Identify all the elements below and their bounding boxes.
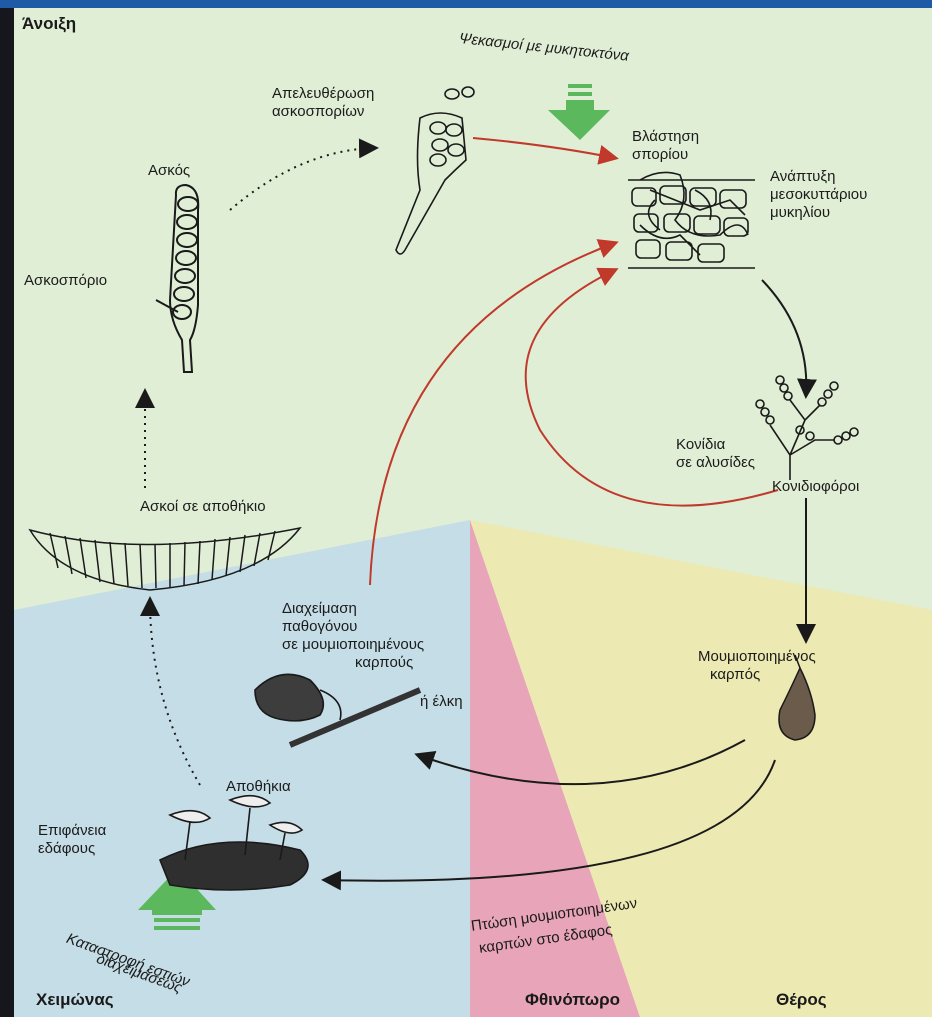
season-autumn: Φθινόπωρο bbox=[525, 990, 620, 1010]
label-germination-2: σπορίου bbox=[632, 146, 688, 163]
label-cankers: ή έλκη bbox=[420, 693, 463, 710]
label-ascus: Ασκός bbox=[148, 162, 190, 179]
mycelium-drawing bbox=[628, 172, 755, 268]
label-overwintering-1: Διαχείμαση bbox=[282, 600, 357, 617]
label-soil-2: εδάφους bbox=[38, 840, 95, 857]
label-ascospore-release-1: Απελευθέρωση bbox=[272, 85, 374, 102]
label-overwintering-3: σε μουμιοποιημένους bbox=[282, 636, 424, 653]
label-overwintering-4: καρπούς bbox=[355, 654, 413, 671]
label-ascospore: Ασκοσπόριο bbox=[24, 272, 107, 289]
label-apothecia: Αποθήκια bbox=[226, 778, 291, 795]
label-soil-1: Επιφάνεια bbox=[38, 822, 106, 839]
label-overwintering-2: παθογόνου bbox=[282, 618, 357, 635]
ascospore-release-drawing bbox=[396, 87, 474, 254]
label-conidiophores: Κονιδιοφόροι bbox=[772, 478, 859, 495]
label-mycelium-2: μεσοκυττάριου bbox=[770, 186, 867, 203]
release-to-germination-arrow bbox=[473, 138, 615, 158]
label-mycelium-1: Ανάπτυξη bbox=[770, 168, 835, 185]
label-mycelium-3: μυκηλίου bbox=[770, 204, 830, 221]
label-asci-in-apothecium: Ασκοί σε αποθήκιο bbox=[140, 498, 266, 515]
season-winter: Χειμώνας bbox=[36, 990, 114, 1010]
season-summer: Θέρος bbox=[776, 990, 827, 1010]
ascus-to-release-arrow bbox=[230, 148, 375, 210]
season-spring: Άνοιξη bbox=[22, 14, 76, 34]
label-conidia-1: Κονίδια bbox=[676, 436, 725, 453]
ascus-drawing bbox=[156, 185, 198, 372]
label-mummified-2: καρπός bbox=[710, 666, 760, 683]
spray-arrow-icon bbox=[548, 84, 610, 140]
label-mummified-1: Μουμιοποιημένος bbox=[698, 648, 816, 665]
label-ascospore-release-2: ασκοσπορίων bbox=[272, 103, 364, 120]
label-conidia-2: σε αλυσίδες bbox=[676, 454, 755, 471]
label-germination-1: Βλάστηση bbox=[632, 128, 699, 145]
